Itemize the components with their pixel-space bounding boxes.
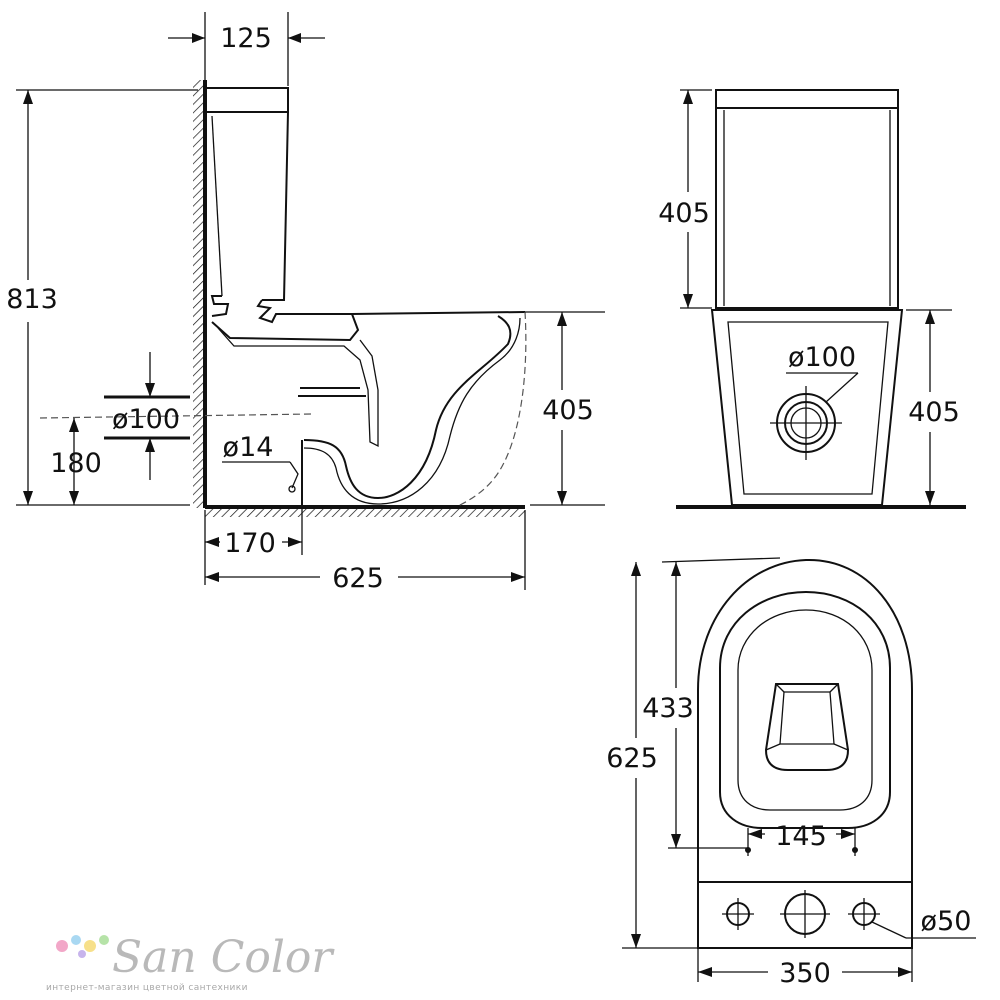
dim-170-arrow-left bbox=[205, 537, 219, 547]
dim-seat-length: 433 bbox=[642, 693, 694, 724]
dim-180-arrow-bottom bbox=[69, 491, 79, 505]
dim-433-ext-top bbox=[661, 557, 781, 563]
trap-channel bbox=[217, 327, 379, 448]
wall-hatch bbox=[193, 80, 205, 508]
dim-bolt-spacing: 145 bbox=[775, 821, 827, 852]
inlet-point bbox=[288, 485, 296, 493]
top-bowl-edge-4 bbox=[833, 743, 849, 751]
dim-front-bowl-arrow-top bbox=[925, 310, 935, 324]
front-view: ø100 405 405 bbox=[658, 89, 966, 509]
dim-145-arrow-right bbox=[841, 829, 855, 839]
dim-inlet-offset: 170 bbox=[224, 528, 276, 559]
tank-outer-back bbox=[262, 111, 289, 301]
dim-125-arrow-right bbox=[288, 33, 301, 43]
dim-hole-diameter: ø50 bbox=[921, 906, 972, 937]
dim-350-arrow-right bbox=[898, 967, 912, 977]
siphon-inner bbox=[303, 317, 521, 505]
top-outline bbox=[697, 558, 913, 949]
front-outlet-leader bbox=[825, 372, 859, 403]
watermark-dot bbox=[71, 935, 81, 945]
dim-outlet-height: 180 bbox=[50, 448, 102, 479]
dim-top-625-arrow-top bbox=[631, 562, 641, 576]
dim-front-bowl-arrow-bottom bbox=[925, 491, 935, 505]
top-bowl-edge-1 bbox=[775, 683, 785, 693]
top-bowl-opening bbox=[764, 683, 850, 771]
watermark-dot bbox=[78, 950, 86, 958]
dim-front-bowl-height: 405 bbox=[908, 397, 960, 428]
dim-170-arrow-right bbox=[288, 537, 302, 547]
floor-hatch bbox=[205, 507, 525, 517]
dim-side-405-arrow-top bbox=[557, 312, 567, 326]
dim-145-arrow-left bbox=[748, 829, 762, 839]
top-bowl-edge-2 bbox=[829, 683, 839, 693]
dim-top-length: 625 bbox=[606, 743, 658, 774]
dim-side-625-arrow-right bbox=[511, 572, 525, 582]
dim-side-outlet-arrow-bottom bbox=[145, 438, 155, 452]
dim-front-tank-arrow-bottom bbox=[683, 294, 693, 308]
tank-foot-left bbox=[210, 295, 230, 317]
dim-145-point-right bbox=[852, 847, 858, 853]
dim-front-tank-height: 405 bbox=[658, 198, 710, 229]
siphon-outer bbox=[303, 315, 512, 500]
dim-side-length: 625 bbox=[332, 563, 384, 594]
dim-side-625-arrow-left bbox=[205, 572, 219, 582]
dim-side-bowl-height: 405 bbox=[542, 395, 594, 426]
dim-inlet-diameter: ø14 bbox=[223, 432, 274, 463]
watermark-dot bbox=[99, 935, 109, 945]
top-bowl-inner bbox=[779, 691, 835, 745]
front-tank-body bbox=[715, 108, 899, 309]
dim-125-arrow-left bbox=[192, 33, 205, 43]
dim-front-tank-arrow-top bbox=[683, 90, 693, 104]
dim-813-arrow-bottom bbox=[23, 491, 33, 505]
dim-433-arrow-bottom bbox=[671, 834, 681, 848]
top-view: ø50 145 433 625 350 bbox=[606, 557, 976, 989]
dim-total-height: 813 bbox=[6, 284, 58, 315]
watermark-dot bbox=[84, 940, 96, 952]
dim-top-625-arrow-bottom bbox=[631, 934, 641, 948]
tank-foot-right bbox=[256, 299, 352, 324]
dim-front-outlet-diameter: ø100 bbox=[788, 342, 856, 373]
front-bowl-inner bbox=[727, 321, 889, 495]
watermark-dot bbox=[56, 940, 68, 952]
dim-433-arrow-top bbox=[671, 562, 681, 576]
dim-side-outlet-arrow-top bbox=[145, 383, 155, 397]
bowl-rim-back bbox=[211, 313, 360, 342]
tank-lid bbox=[205, 87, 289, 113]
top-hole-leader bbox=[871, 921, 907, 939]
tank-inner-wall bbox=[211, 115, 223, 297]
top-bowl-edge-3 bbox=[765, 743, 781, 751]
top-seat-inner bbox=[737, 609, 873, 811]
dim-180-arrow-top bbox=[69, 418, 79, 432]
dim-side-outlet-diameter: ø100 bbox=[112, 404, 180, 435]
top-seat-outer bbox=[719, 590, 891, 829]
dim-tank-depth: 125 bbox=[220, 23, 272, 54]
watermark: San Color интернет-магазин цветной санте… bbox=[46, 932, 335, 993]
dim-side-405-arrow-bottom bbox=[557, 491, 567, 505]
front-tank-lid bbox=[715, 89, 899, 109]
front-tank-inner bbox=[723, 110, 891, 306]
dim-350-arrow-left bbox=[698, 967, 712, 977]
side-view: 125 813 ø100 180 ø14 170 bbox=[6, 12, 605, 594]
bowl-front-hidden bbox=[457, 311, 527, 507]
watermark-brand: San Color bbox=[112, 932, 335, 983]
outlet-centerline bbox=[39, 413, 313, 419]
dim-813-arrow-top bbox=[23, 90, 33, 104]
dim-width: 350 bbox=[779, 958, 831, 989]
bowl-top bbox=[351, 311, 526, 315]
dim-inlet-leader bbox=[289, 461, 299, 489]
watermark-tagline: интернет-магазин цветной сантехники bbox=[46, 983, 248, 993]
